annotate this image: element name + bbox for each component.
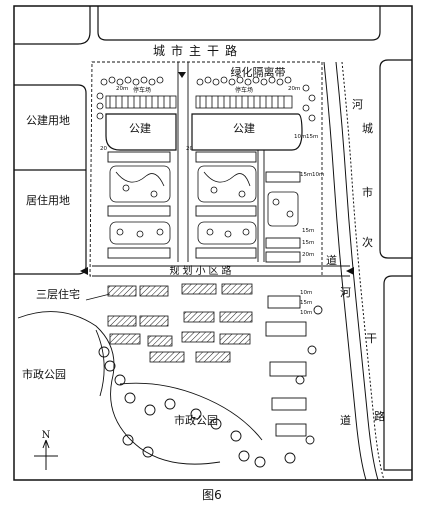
residential-blocks-north (107, 151, 301, 263)
public-buildings (105, 113, 303, 151)
label-river-mid: 河 (340, 286, 351, 299)
dim-label: 15m (300, 300, 312, 306)
north-label: N (42, 430, 51, 441)
label-city-main-road: 城市主干路 (153, 43, 243, 58)
figure-caption: 图6 (202, 488, 222, 502)
dim-label: 10m (294, 134, 306, 140)
label-road-gan: 干 (366, 332, 377, 345)
entrance-triangle-icon (80, 72, 354, 275)
label-road-shi: 市 (362, 185, 373, 199)
dim-label: 20m (302, 252, 314, 258)
label-road-city: 城 (362, 122, 373, 135)
dim-label: 20 (186, 146, 193, 152)
residential-blocks-east (265, 295, 307, 437)
dim-label: 15m (306, 134, 318, 140)
north-arrow-icon (34, 439, 58, 470)
dim-label: 15m (302, 240, 314, 246)
green-buffer-trees (96, 76, 316, 122)
label-municipal-park-bottom: 市政公园 (174, 413, 218, 427)
dim-label: 10m (300, 290, 312, 296)
map-frame (13, 5, 413, 481)
dim-label: 20m (288, 86, 300, 92)
label-planned-road: 规划小区路 (170, 264, 235, 277)
label-road-lu: 路 (374, 410, 385, 423)
dim-label: 15m (302, 228, 314, 234)
surrounding-blocks (14, 6, 412, 471)
label-public-land: 公建用地 (26, 113, 70, 127)
dim-label: 20 (100, 146, 107, 152)
parking-strips (105, 95, 293, 109)
dim-label: 10m (312, 172, 324, 178)
dim-label: 10m (300, 310, 312, 316)
label-municipal-park-left: 市政公园 (22, 367, 66, 381)
label-residential-land: 居住用地 (26, 193, 70, 207)
label-parking-right: 停车场 (235, 86, 253, 94)
label-leader (85, 293, 111, 301)
dimension-labels: 20m 20m 20 20 10m 15m 15m 10m 15m 15m 20… (100, 86, 324, 316)
label-green-buffer: 绿化隔离带 (231, 65, 286, 79)
river (323, 61, 385, 481)
label-river-top: 河 (352, 98, 363, 111)
courtyard-gardens (109, 165, 299, 245)
label-parking-left: 停车场 (133, 86, 151, 94)
three-storey-housing (107, 283, 253, 363)
label-public-building-right: 公建 (233, 121, 255, 135)
dim-label: 15m (300, 172, 312, 178)
label-three-storey: 三层住宅 (36, 287, 80, 301)
label-road-ci: 次 (362, 235, 373, 249)
municipal-park (17, 305, 323, 468)
label-road-dao-top: 道 (326, 253, 337, 267)
dim-label: 20m (116, 86, 128, 92)
label-road-dao-bottom: 道 (340, 413, 351, 427)
site-boundary (89, 61, 323, 277)
label-public-building-left: 公建 (129, 121, 151, 135)
inner-roads (92, 62, 350, 277)
